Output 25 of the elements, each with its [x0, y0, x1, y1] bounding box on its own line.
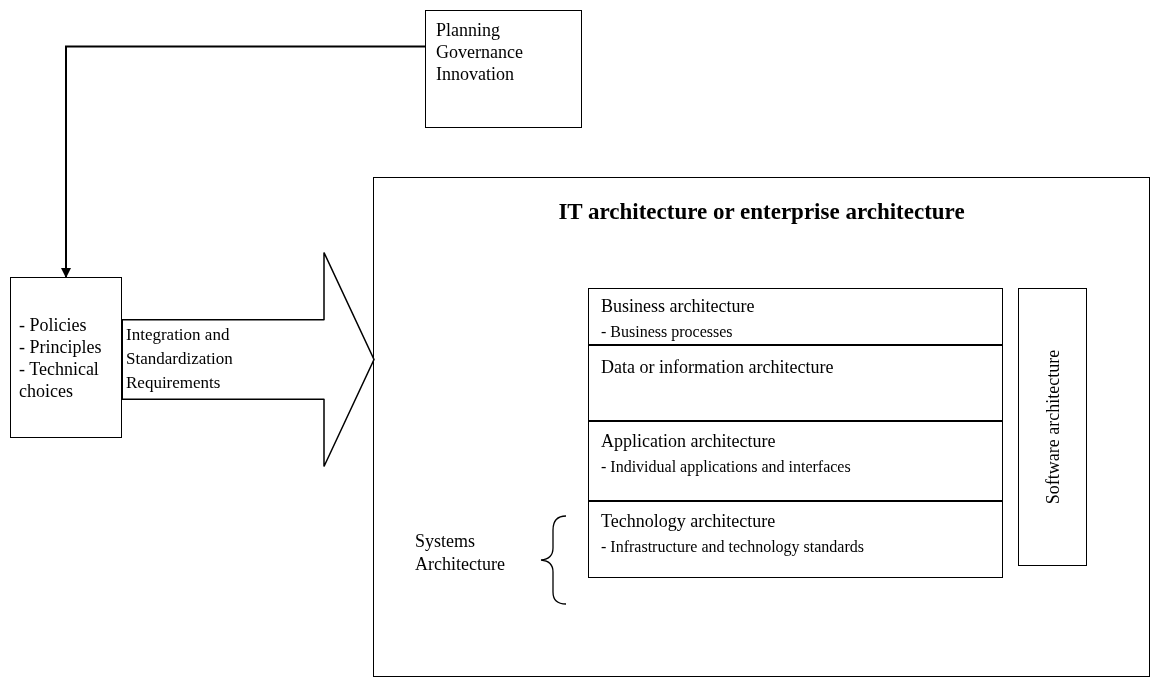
process-box [10, 277, 122, 438]
box-label: Application architecture [601, 430, 777, 452]
box-label: Planning [436, 19, 501, 41]
layer-box [588, 421, 1003, 501]
process-box [425, 10, 582, 128]
box-sublabel: - Individual applications and interfaces [601, 457, 852, 478]
side-box [1018, 288, 1087, 566]
box-label: - Policies [19, 313, 88, 336]
layer-box [588, 345, 1003, 421]
layer-box [588, 501, 1003, 578]
arrow [61, 45, 426, 278]
frame-title: IT architecture or enterprise architecture [557, 198, 966, 226]
box-sublabel: - Principles [19, 335, 103, 358]
box-sublabel: Governance [436, 41, 524, 63]
box-sublabel: Innovation [436, 63, 515, 85]
box-sublabel: - Infrastructure and technology standards [601, 537, 865, 558]
box-label: Technology architecture [601, 510, 777, 532]
box-sublabel: - Technical choices [19, 357, 100, 402]
box-label: Data or information architecture [601, 356, 835, 378]
box-label: Software architecture [1041, 349, 1064, 505]
side-label: Systems Architecture [415, 530, 506, 576]
box-sublabel: - Business processes [601, 322, 734, 343]
box-label: Business architecture [601, 295, 756, 317]
container-frame [373, 177, 1150, 677]
layer-box [588, 288, 1003, 345]
